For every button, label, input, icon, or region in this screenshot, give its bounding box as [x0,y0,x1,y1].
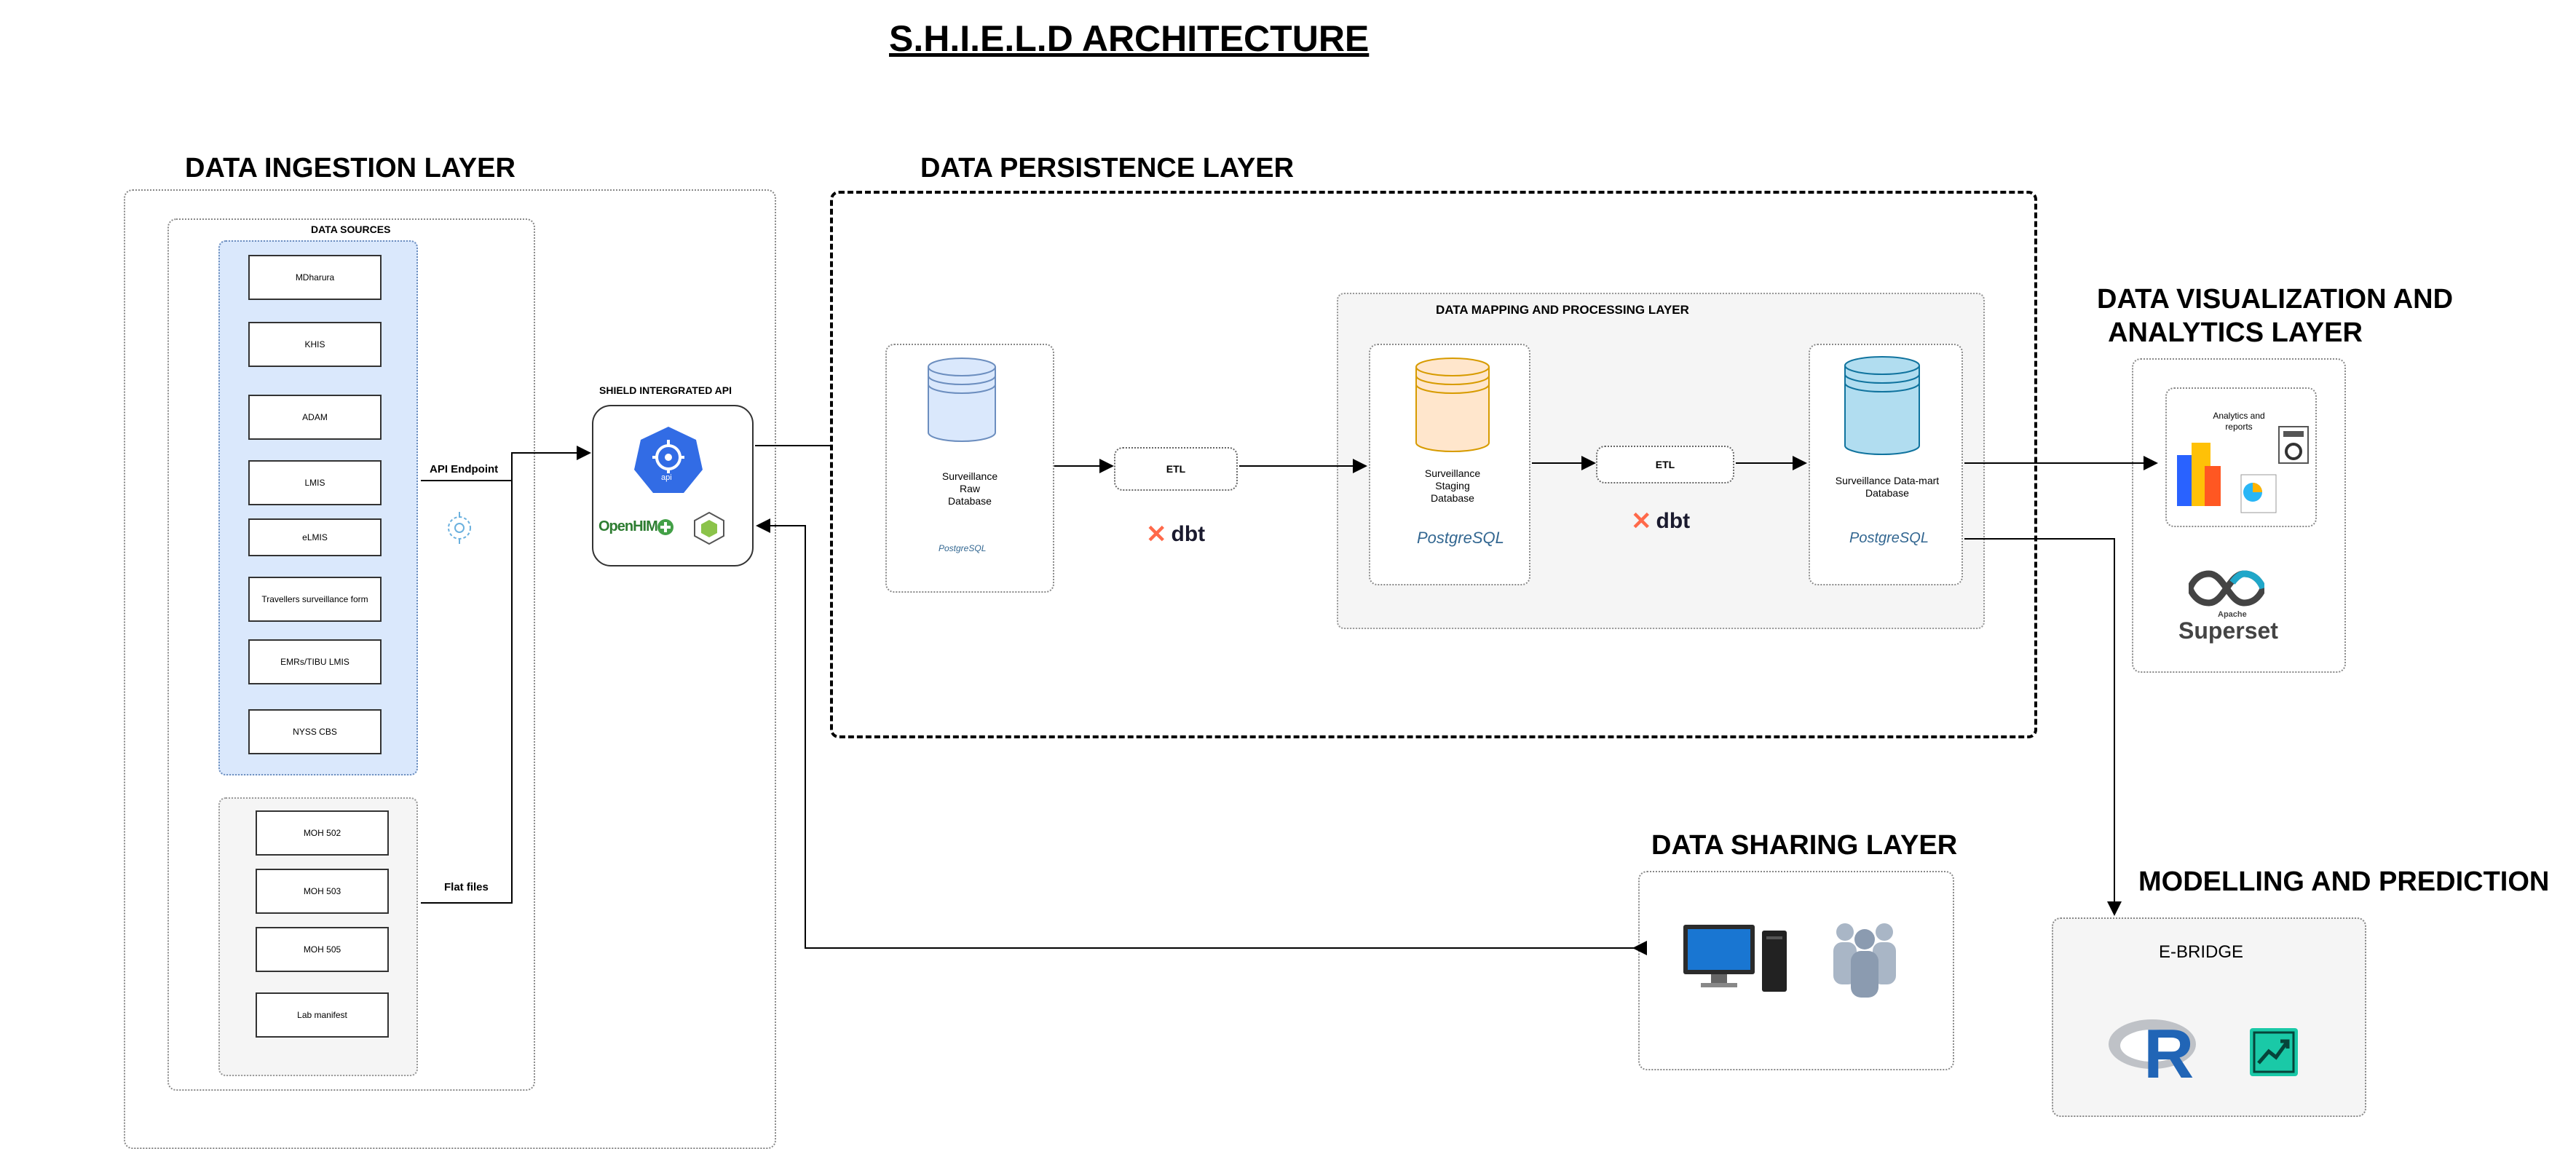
sharing-layer-title: DATA SHARING LAYER [1651,830,1958,861]
source-travellers-form: Travellers surveillance form [248,577,382,622]
persistence-layer-title: DATA PERSISTENCE LAYER [920,153,1295,183]
raw-database-icon [928,358,996,442]
superset-apache-label: Apache [2218,610,2247,619]
staging-db-label: Surveillance Staging Database [1424,467,1481,504]
etl-box-1: ETL [1114,447,1238,491]
modelling-layer-title: MODELLING AND PREDICTION [2138,866,2550,897]
visualization-layer-container [2132,358,2346,673]
source-lab-manifest: Lab manifest [256,992,389,1038]
visualization-title-line2: ANALYTICS LAYER [2108,317,2363,348]
source-lmis: LMIS [248,460,382,505]
raw-db-label: Surveillance Raw Database [941,470,998,507]
datamart-db-postgres-logo: PostgreSQL [1849,530,1929,546]
datamart-db-label: Surveillance Data-mart Database [1835,475,1940,499]
node-package-icon [694,511,724,545]
analytics-reports-box [2165,387,2317,527]
staging-database-icon [1415,358,1490,452]
modelling-layer-container [2052,917,2366,1117]
trend-chart-icon [2250,1028,2298,1076]
source-nyss-cbs: NYSS CBS [248,709,382,754]
analytics-label: Analytics and reports [2213,411,2265,432]
kubernetes-api-label: api [661,473,672,482]
api-endpoint-icon [448,512,471,544]
shield-api-title: SHIELD INTERGRATED API [599,384,732,396]
source-mdharura: MDharura [248,255,382,300]
ebridge-label: E-BRIDGE [2159,942,2244,962]
plus-icon [657,519,673,535]
analytics-charts-icon [2177,426,2309,513]
ingestion-layer-title: DATA INGESTION LAYER [185,153,515,183]
openhim-logo: OpenHIM [598,518,658,534]
source-moh-505: MOH 505 [256,927,389,972]
dbt-logo-2: ✕dbt [1631,507,1690,536]
flat-files-label: Flat files [444,881,489,893]
superset-logo-icon [2189,570,2264,607]
source-moh-503: MOH 503 [256,869,389,914]
source-adam: ADAM [248,395,382,440]
source-moh-502: MOH 502 [256,810,389,856]
source-elmis: eLMIS [248,518,382,556]
data-sources-title: DATA SOURCES [311,224,391,235]
etl-box-2: ETL [1596,446,1734,483]
r-language-label: R [2144,1015,2194,1093]
api-endpoint-label: API Endpoint [430,463,499,475]
dbt-text-2: dbt [1656,509,1691,533]
page-title: S.H.I.E.L.D ARCHITECTURE [889,18,1370,59]
computer-icon [1683,925,1787,992]
data-sources-container [167,218,535,1091]
datamart-database-icon [1844,356,1920,455]
mapping-layer-title: DATA MAPPING AND PROCESSING LAYER [1436,303,1689,317]
source-emrs-tibu: EMRs/TIBU LMIS [248,639,382,684]
sharing-layer-container [1638,871,1954,1070]
kubernetes-api-icon [634,427,703,493]
users-group-icon [1833,923,1896,998]
superset-label: Superset [2178,617,2278,644]
r-language-logo-icon [2109,1019,2196,1069]
source-khis: KHIS [248,322,382,367]
